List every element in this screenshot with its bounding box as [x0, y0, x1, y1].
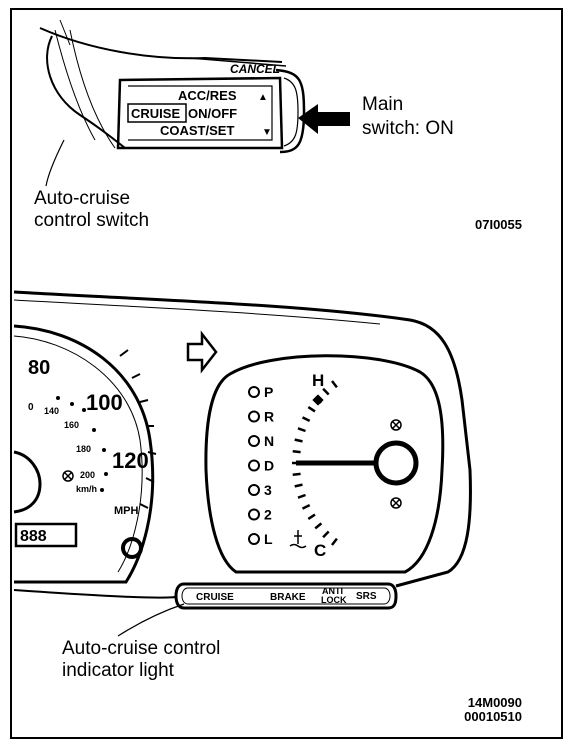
- control-switch-callout-line2: control switch: [34, 210, 150, 231]
- mph-120-label: 120: [112, 448, 149, 473]
- gear-indicator-light: [248, 435, 260, 447]
- main-switch-callout-line2: switch: ON: [362, 118, 454, 139]
- indicator-lock-label: LOCK: [321, 595, 347, 605]
- main-switch-callout-line1: Main: [362, 94, 404, 115]
- indicator-callout-line1: Auto-cruise control: [62, 638, 221, 659]
- indicator-brake-label: BRAKE: [270, 592, 306, 603]
- temp-scale-tick: [301, 416, 311, 423]
- gear-position-label: R: [264, 409, 274, 425]
- indicator-callout-line2: indicator light: [62, 660, 174, 681]
- temp-needle-hub: [373, 440, 419, 486]
- temp-scale-tick: [307, 406, 316, 413]
- gear-position-label: 2: [264, 507, 272, 523]
- temp-scale-tick: [297, 427, 306, 433]
- indicator-srs-label: SRS: [356, 591, 377, 602]
- label-acc-res: ACC/RES: [178, 88, 237, 103]
- speedometer-labels: 80 100 120 0 140 160 180 200 km/h MPH 88…: [20, 357, 149, 545]
- svg-text:▼: ▼: [262, 127, 272, 138]
- gear-indicator-light: [248, 533, 260, 545]
- label-coast-set: COAST/SET: [160, 123, 234, 138]
- control-switch-callout-line1: Auto-cruise: [34, 188, 131, 209]
- label-on-off: ON/OFF: [188, 106, 237, 121]
- coolant-temperature-icon: [289, 530, 307, 549]
- kmh-180-label: 180: [76, 444, 91, 454]
- gauge-screw-icon: [390, 419, 402, 509]
- speedometer-ticks: [119, 349, 157, 509]
- kmh-unit-label: km/h: [76, 484, 97, 494]
- top-figure-code: 07I0055: [475, 217, 522, 232]
- temp-scale-tick: [322, 387, 330, 396]
- kmh-140-label: 140: [44, 406, 59, 416]
- cruise-lever-labels: CANCEL ACC/RES ▲ CRUISE ON/OFF COAST/SET…: [131, 62, 280, 138]
- temp-scale-tick: [301, 503, 311, 510]
- gear-position-label: 3: [264, 482, 272, 498]
- mph-80-label: 80: [28, 357, 50, 379]
- temp-scale-tick: [331, 380, 338, 389]
- gear-position-label: L: [264, 531, 273, 547]
- temp-scale-tick: [331, 537, 338, 546]
- mph-100-label: 100: [86, 390, 123, 415]
- speedometer-dots: [56, 396, 108, 492]
- gear-indicator-light: [248, 410, 260, 423]
- gear-position-label: N: [264, 433, 274, 449]
- indicator-anti-label: ANTI: [322, 586, 343, 596]
- mph-unit-label: MPH: [114, 505, 139, 517]
- gear-position-label: D: [264, 458, 274, 474]
- temp-scale-tick: [294, 483, 303, 488]
- indicator-leader-line: [117, 603, 185, 637]
- arrow-main-switch-icon: [298, 104, 350, 134]
- temp-scale-tick: [297, 493, 306, 499]
- temp-scale-tick: [314, 522, 323, 530]
- bottom-figure-code-2: 00010510: [464, 709, 522, 724]
- temp-scale-tick: [322, 530, 330, 539]
- temp-scale-tick: [292, 472, 301, 477]
- temperature-gauge: H C: [289, 371, 419, 560]
- gear-indicator-light: [248, 484, 260, 496]
- label-cancel: CANCEL: [230, 62, 280, 76]
- cruise-lever: [39, 19, 306, 187]
- gear-indicator-light: [248, 459, 260, 472]
- indicator-cruise-label: CRUISE: [196, 592, 234, 603]
- indicator-light-panel: CRUISE BRAKE ANTI LOCK SRS: [174, 582, 398, 610]
- label-cruise-switch: CRUISE: [131, 106, 180, 121]
- bottom-figure-code-1: 14M0090: [467, 695, 522, 710]
- temp-scale-tick: [314, 396, 323, 404]
- svg-text:▲: ▲: [258, 92, 268, 103]
- gear-indicator-light: [248, 508, 260, 521]
- odometer-display: 888: [20, 528, 47, 545]
- temp-cold-label: C: [314, 541, 326, 560]
- gear-position-label: P: [264, 384, 273, 400]
- kmh-200-label: 200: [80, 470, 95, 480]
- temp-scale-tick: [292, 449, 301, 454]
- temp-scale-tick: [294, 438, 303, 443]
- zero-mark: 0: [28, 402, 34, 413]
- turn-signal-arrow-icon: [186, 330, 218, 374]
- seatbelt-warning-icon: [62, 470, 74, 482]
- instrument-cluster: [13, 290, 472, 599]
- gear-indicator-light: [248, 386, 260, 398]
- temp-scale-tick: [307, 513, 316, 520]
- temp-hot-label: H: [312, 371, 324, 390]
- kmh-160-label: 160: [64, 420, 79, 430]
